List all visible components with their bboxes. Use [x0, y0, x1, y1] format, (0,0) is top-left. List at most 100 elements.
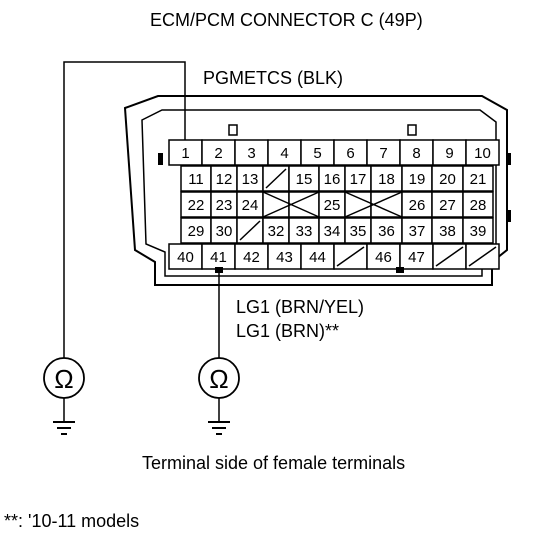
terminal-cavity: 9 — [432, 139, 467, 166]
terminal-cavity: 28 — [462, 191, 494, 218]
terminal-number: 5 — [313, 145, 321, 162]
terminal-cavity: 21 — [462, 165, 494, 192]
unused-cavity-mark — [468, 246, 497, 267]
terminal-cavity: 44 — [300, 243, 335, 270]
terminal-number: 37 — [409, 223, 426, 240]
terminal-number: 20 — [439, 171, 456, 188]
terminal-cavity: 32 — [262, 217, 290, 244]
terminal-number: 44 — [309, 249, 326, 266]
terminal-number: 23 — [216, 197, 233, 214]
terminal-number: 7 — [379, 145, 387, 162]
terminal-number: 46 — [375, 249, 392, 266]
terminal-number: 30 — [216, 223, 233, 240]
terminal-cavity: 6 — [333, 139, 368, 166]
terminal-number: 34 — [324, 223, 341, 240]
models-footnote: **: '10-11 models — [4, 511, 139, 531]
terminal-number: 35 — [350, 223, 367, 240]
terminal-number: 42 — [243, 249, 260, 266]
terminal-number: 32 — [268, 223, 285, 240]
terminal-cavity: 36 — [370, 217, 403, 244]
terminal-number: 36 — [378, 223, 395, 240]
terminal-cavity: 20 — [431, 165, 464, 192]
ground-icon — [53, 421, 75, 435]
pgmetcs-wire — [63, 61, 186, 358]
terminal-cavity: 16 — [318, 165, 346, 192]
pgmetcs-label: PGMETCS (BLK) — [203, 68, 343, 88]
terminal-cavity: 4 — [267, 139, 302, 166]
terminal-number: 11 — [188, 171, 204, 188]
terminal-cavity: 7 — [366, 139, 401, 166]
terminal-number: 43 — [276, 249, 293, 266]
ground-icon — [208, 421, 230, 435]
terminal-cavity: 30 — [210, 217, 238, 244]
terminal-cavity: 19 — [401, 165, 433, 192]
terminal-cavity — [344, 191, 372, 218]
terminal-cavity — [370, 191, 403, 218]
terminal-number: 1 — [181, 145, 189, 162]
top-latch-right — [407, 124, 417, 136]
terminal-cavity: 23 — [210, 191, 238, 218]
terminal-number: 22 — [188, 197, 205, 214]
terminal-number: 6 — [346, 145, 354, 162]
terminal-number: 47 — [408, 249, 425, 266]
diagram-title: ECM/PCM CONNECTOR C (49P) — [150, 10, 423, 30]
side-key-right-lower — [506, 210, 511, 222]
terminal-cavity: 18 — [370, 165, 403, 192]
terminal-cavity: 42 — [234, 243, 269, 270]
unused-cavity-mark — [239, 220, 261, 241]
side-key-right — [506, 153, 511, 165]
ohm-icon: Ω — [209, 364, 228, 394]
terminal-number: 41 — [210, 249, 227, 266]
terminal-number: 26 — [409, 197, 426, 214]
terminal-side-caption: Terminal side of female terminals — [142, 453, 405, 473]
terminal-cavity: 43 — [267, 243, 302, 270]
terminal-number: 38 — [439, 223, 456, 240]
terminal-cavity: 34 — [318, 217, 346, 244]
terminal-number: 13 — [242, 171, 259, 188]
terminal-number: 24 — [242, 197, 259, 214]
blocked-cavity-mark — [344, 191, 403, 218]
ohm-icon: Ω — [54, 364, 73, 394]
terminal-number: 16 — [324, 171, 341, 188]
terminal-cavity: 29 — [180, 217, 212, 244]
terminal-cavity: 8 — [399, 139, 434, 166]
terminal-cavity: 22 — [180, 191, 212, 218]
terminal-cavity: 3 — [234, 139, 269, 166]
lg1-label-primary: LG1 (BRN/YEL) — [236, 297, 364, 317]
terminal-number: 27 — [439, 197, 456, 214]
terminal-cavity: 13 — [236, 165, 264, 192]
terminal-cavity: 12 — [210, 165, 238, 192]
terminal-number: 8 — [412, 145, 420, 162]
top-latch-left — [228, 124, 238, 136]
locking-tab — [396, 267, 404, 273]
terminal-cavity: 47 — [399, 243, 434, 270]
terminal-number: 28 — [470, 197, 487, 214]
terminal-number: 15 — [296, 171, 313, 188]
terminal-number: 29 — [188, 223, 205, 240]
blocked-cavity-mark — [262, 191, 320, 218]
terminal-cavity: 35 — [344, 217, 372, 244]
terminal-number: 39 — [470, 223, 487, 240]
terminal-cavity: 1 — [168, 139, 203, 166]
unused-cavity-mark — [336, 246, 365, 267]
terminal-cavity: 17 — [344, 165, 372, 192]
terminal-cavity: 41 — [201, 243, 236, 270]
terminal-number: 19 — [409, 171, 426, 188]
terminal-cavity: 40 — [168, 243, 203, 270]
terminal-cavity: 11 — [180, 165, 212, 192]
terminal-number: 3 — [247, 145, 255, 162]
terminal-cavity: 46 — [366, 243, 401, 270]
terminal-cavity: 27 — [431, 191, 464, 218]
terminal-number: 4 — [280, 145, 288, 162]
ohmmeter-symbol: Ω — [43, 357, 85, 435]
terminal-cavity: 5 — [300, 139, 335, 166]
terminal-cavity: 2 — [201, 139, 236, 166]
terminal-cavity: 10 — [465, 139, 500, 166]
terminal-number: 40 — [177, 249, 194, 266]
terminal-number: 33 — [296, 223, 313, 240]
ohmmeter-symbol: Ω — [198, 357, 240, 435]
